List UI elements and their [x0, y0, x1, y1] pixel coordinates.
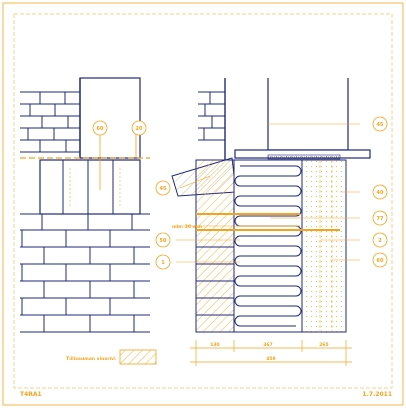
- outer-brick-leaf: [195, 159, 235, 333]
- drawing-date: 1.7.2011: [362, 391, 392, 398]
- dimension-2: 367: [263, 342, 272, 348]
- sheet-inner-frame: [13, 13, 393, 389]
- bubble-6-label: 77: [377, 216, 384, 222]
- legend-hatch-sample: [119, 349, 157, 365]
- dimension-lines: [190, 340, 352, 366]
- insulation-wave: [234, 165, 302, 327]
- bubble-9: 50: [155, 232, 171, 248]
- bubble-8-label: 60: [377, 258, 384, 264]
- bubble-6: 77: [372, 210, 388, 226]
- bubble-2: 20: [131, 120, 147, 136]
- bubble-1: 60: [92, 120, 108, 136]
- right-section: [119, 78, 371, 366]
- bubble-10: 1: [155, 254, 171, 270]
- reference-bubbles: 60 20 45 45 40 77 2 60: [92, 116, 388, 270]
- bubble-3: 45: [155, 180, 171, 196]
- dimension-1: 130: [210, 342, 219, 348]
- legend-text: Tiilisauman vinorivi: [66, 356, 116, 362]
- bubble-8: 60: [372, 252, 388, 268]
- bubble-5: 40: [372, 184, 388, 200]
- bubble-4: 45: [372, 116, 388, 132]
- bubble-7-label: 2: [378, 238, 382, 244]
- left-brick-elevation: [20, 77, 150, 333]
- bubble-4-label: 45: [377, 122, 384, 128]
- bubble-10-label: 1: [161, 260, 165, 266]
- bubble-2-label: 20: [136, 126, 143, 132]
- inner-wall: [301, 159, 347, 333]
- dimension-3: 265: [319, 342, 328, 348]
- bubble-1-label: 60: [97, 126, 104, 132]
- bubble-3-label: 45: [160, 186, 167, 192]
- bubble-9-label: 50: [160, 238, 167, 244]
- dimension-total: 459: [266, 356, 275, 362]
- drawing-code: T4RA1: [20, 391, 42, 398]
- min-gap-note: min. 30 mm: [172, 224, 202, 230]
- bubble-5-label: 40: [377, 190, 384, 196]
- bubble-7: 2: [372, 232, 388, 248]
